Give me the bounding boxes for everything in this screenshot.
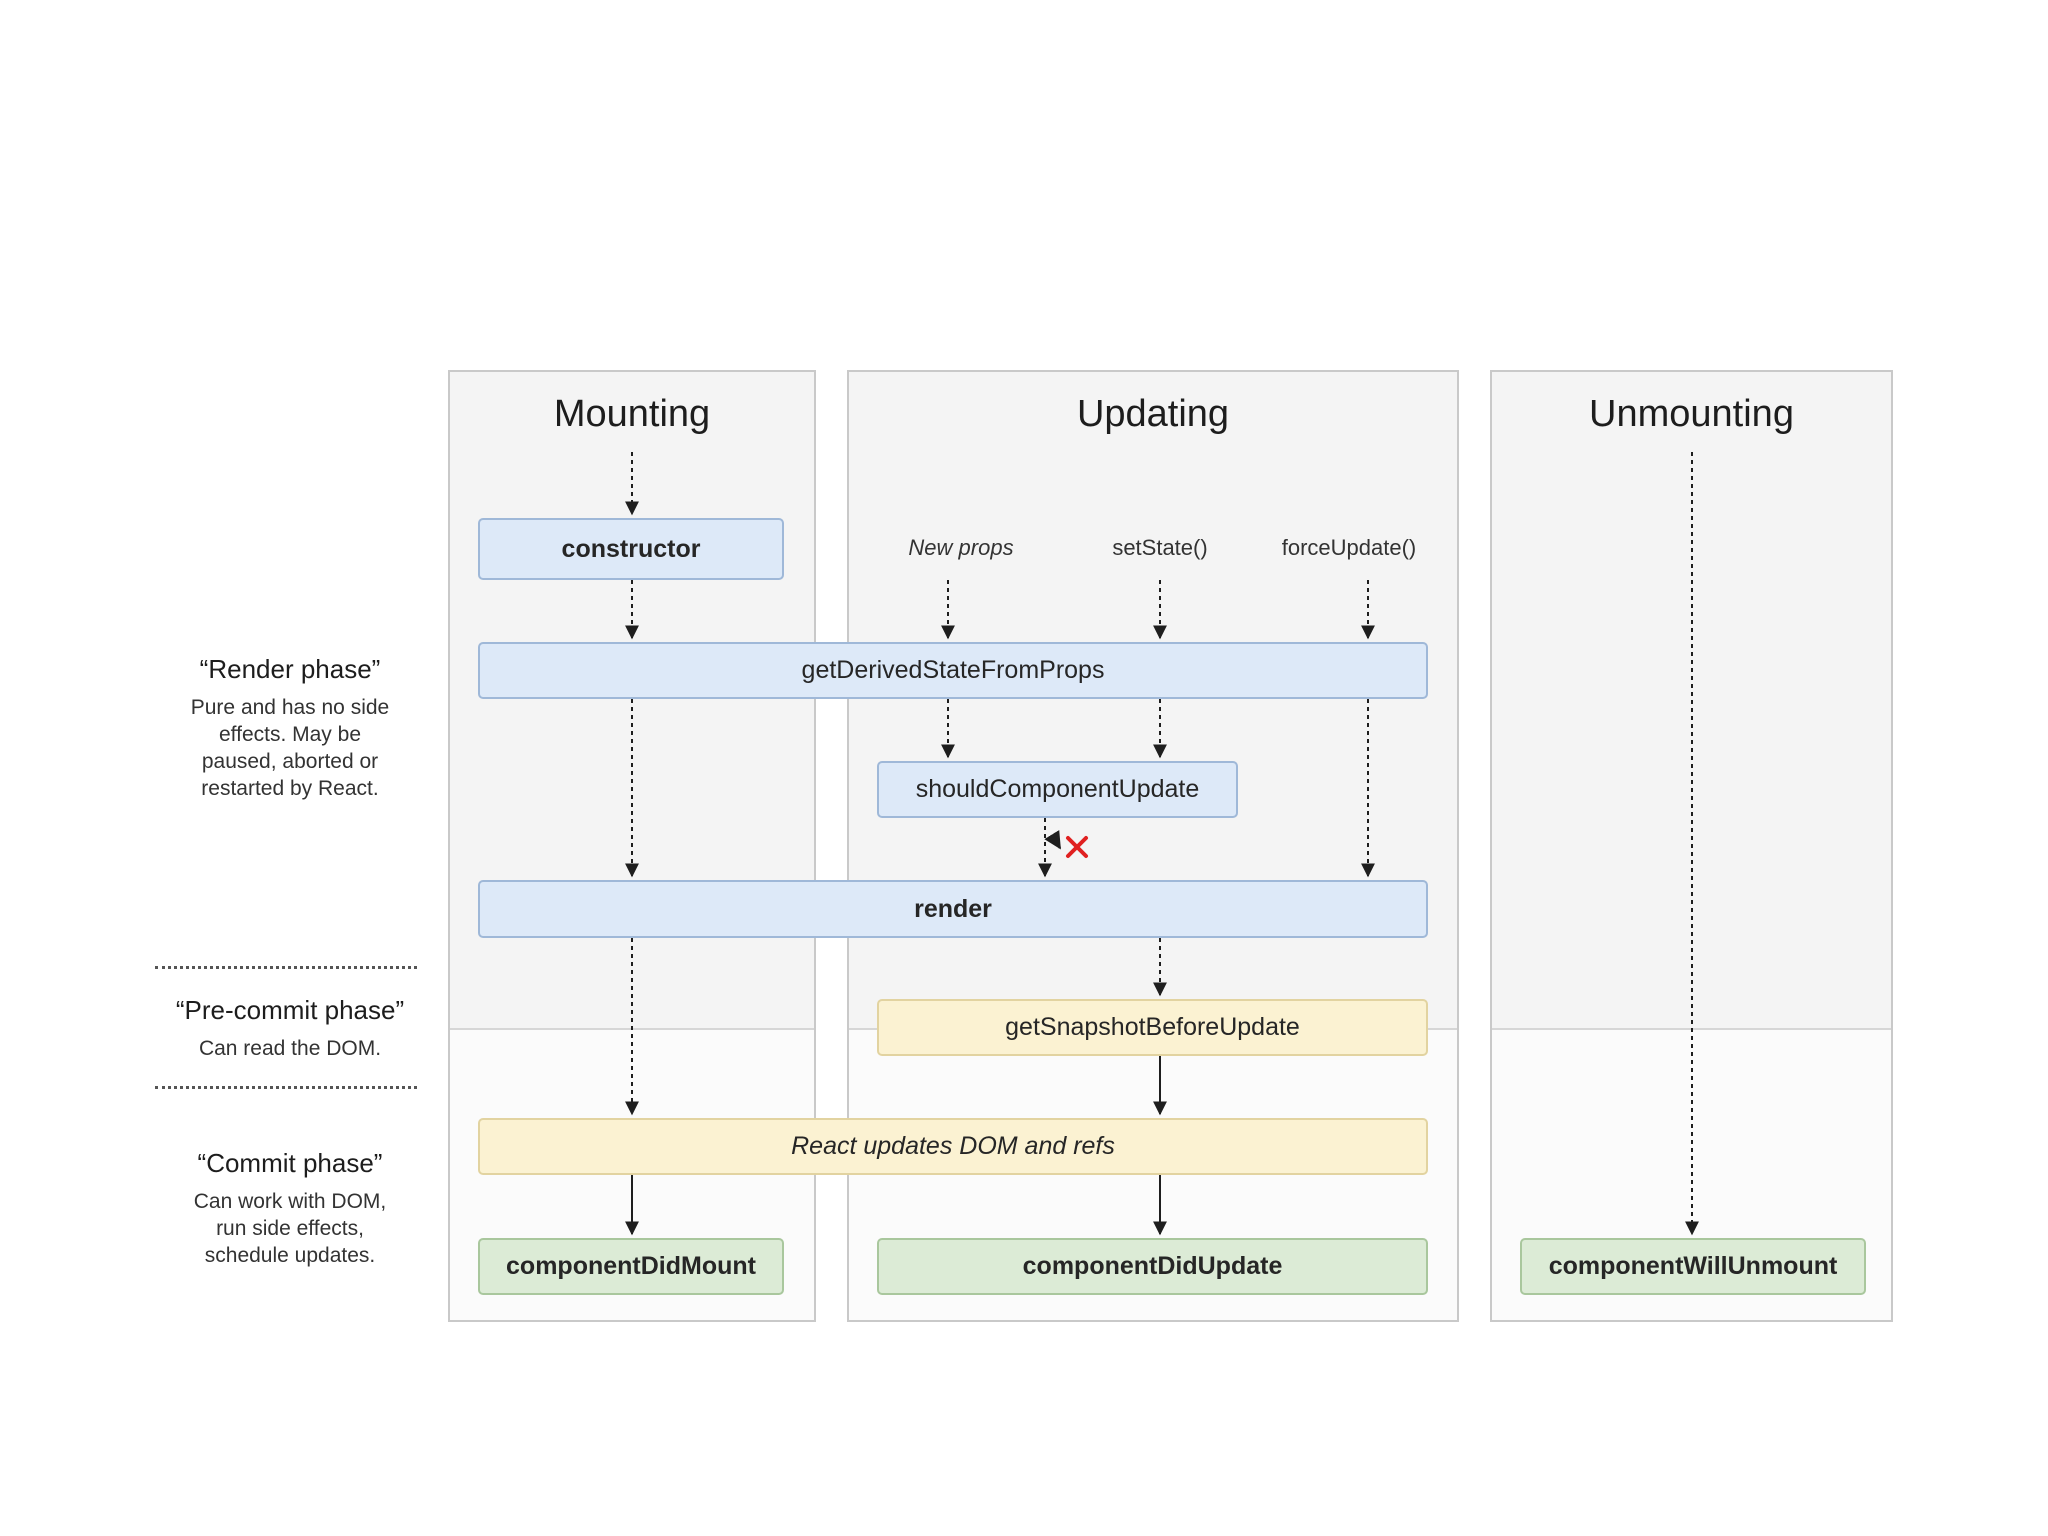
constructor-node: constructor (478, 518, 784, 580)
render-phase-line: paused, aborted or (201, 750, 379, 773)
component-will-unmount-node: componentWillUnmount (1520, 1238, 1866, 1295)
get-derived-state-from-props-node: getDerivedStateFromProps (478, 642, 1428, 699)
render-phase-title: “Render phase” (199, 654, 381, 684)
render-phase-line: restarted by React. (201, 777, 379, 800)
render-phase-description: Pure and has no side effects. May be pau… (160, 694, 420, 802)
render-phase-line: Pure and has no side (190, 696, 390, 719)
render-phase-line: effects. May be (218, 723, 362, 746)
column-title-mounting: Mounting (553, 393, 711, 435)
commit-phase-title: “Commit phase” (197, 1148, 383, 1178)
react-updates-dom-node: React updates DOM and refs (478, 1118, 1428, 1175)
phase-separator (155, 966, 417, 969)
column-title-unmounting: Unmounting (1589, 393, 1794, 435)
should-component-update-node: shouldComponentUpdate (877, 761, 1238, 818)
column-title-updating: Updating (1076, 393, 1230, 435)
trigger-new-props: New props (908, 535, 1014, 560)
render-node: render (478, 880, 1428, 938)
phase-separator (155, 1086, 417, 1089)
commit-phase-line: run side effects, (216, 1217, 364, 1240)
commit-phase-line: Can work with DOM, (193, 1190, 387, 1213)
trigger-set-state: setState() (1112, 535, 1208, 560)
component-did-update-node: componentDidUpdate (877, 1238, 1428, 1295)
pre-commit-phase-title: “Pre-commit phase” (175, 995, 405, 1025)
trigger-force-update: forceUpdate() (1281, 535, 1417, 560)
component-did-mount-node: componentDidMount (478, 1238, 784, 1295)
commit-phase-description: Can work with DOM, run side effects, sch… (160, 1188, 420, 1269)
arrow-scu-cancel-stub (1044, 830, 1062, 850)
pre-commit-phase-line: Can read the DOM. (198, 1037, 382, 1060)
get-snapshot-before-update-node: getSnapshotBeforeUpdate (877, 999, 1428, 1056)
cancel-x-icon (1066, 836, 1088, 858)
pre-commit-phase-description: Can read the DOM. (160, 1035, 420, 1062)
commit-phase-line: schedule updates. (204, 1244, 376, 1267)
